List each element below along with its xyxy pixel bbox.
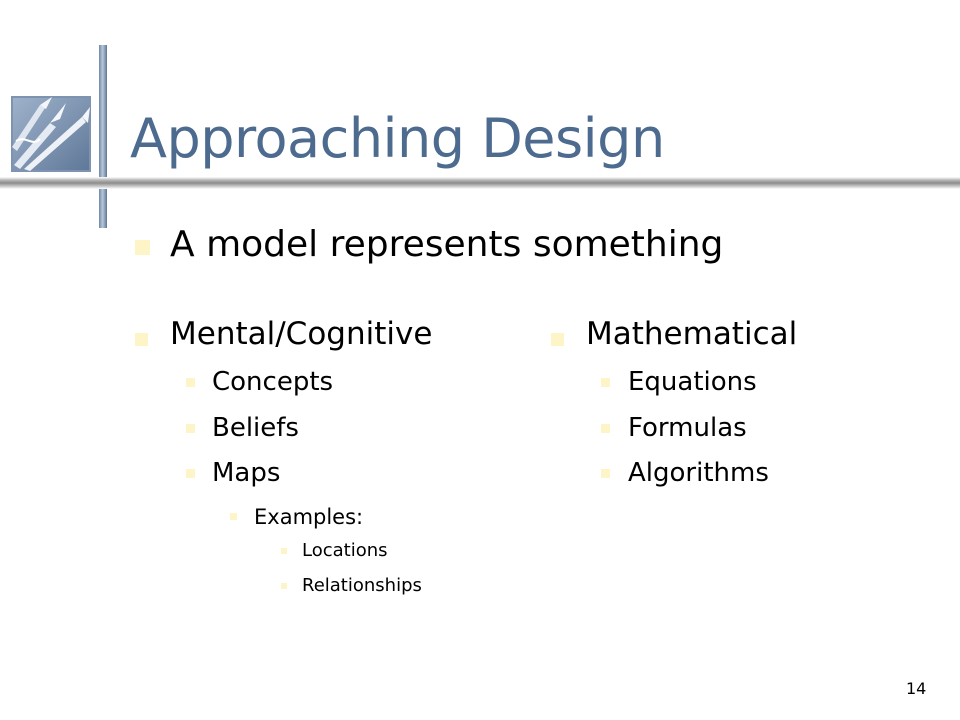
slide-number: 14 [906,679,927,698]
square-bullet-icon [230,513,237,520]
list-item: Beliefs [212,413,299,443]
square-bullet-icon [186,378,195,387]
square-bullet-icon [281,548,287,554]
list-item: Formulas [628,413,747,443]
list-item: Algorithms [628,458,769,488]
square-bullet-icon [186,424,195,433]
right-column-heading: Mathematical [586,316,798,352]
square-bullet-icon [135,333,148,346]
accent-bar [99,45,107,228]
square-bullet-icon [601,378,610,387]
square-bullet-icon [135,240,150,255]
square-bullet-icon [601,469,610,478]
square-bullet-icon [186,469,195,478]
sub-list-item: Locations [302,540,388,561]
square-bullet-icon [281,583,287,589]
square-bullet-icon [551,333,564,346]
list-item: Maps [212,458,281,488]
title-divider [0,177,960,189]
list-item: Concepts [212,367,334,397]
left-column-heading: Mental/Cognitive [170,316,433,352]
slide-title: Approaching Design [130,107,665,170]
sub-list-item: Relationships [302,575,422,596]
pens-logo-icon [11,96,91,172]
square-bullet-icon [601,424,610,433]
list-item: Equations [628,367,757,397]
main-point: A model represents something [170,224,724,265]
sub-heading: Examples: [254,505,364,529]
